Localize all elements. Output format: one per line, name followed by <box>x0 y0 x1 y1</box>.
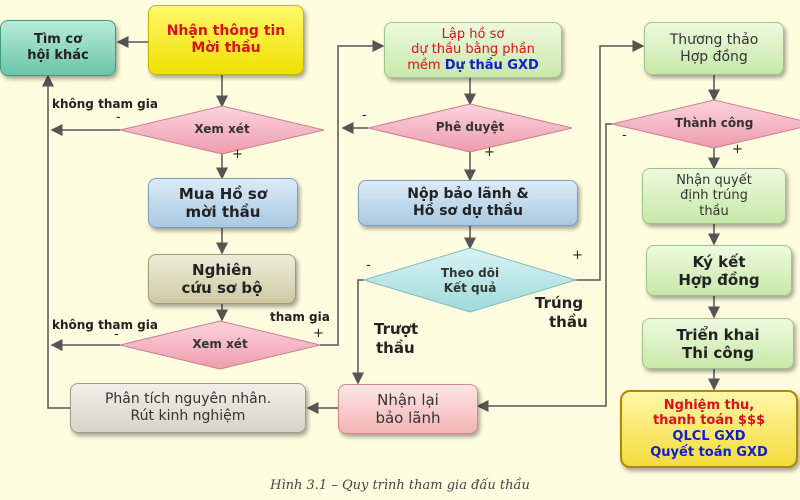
label-plus-thanhcong: + <box>732 142 743 157</box>
decision-phe-duyet-label: Phê duyệt <box>435 120 505 134</box>
mua-ho-so-line2: mời thầu <box>185 203 261 221</box>
lap-ho-so-line1: Lập hồ sơ <box>441 26 505 42</box>
label-khong-tham-gia-2: không tham gia <box>52 318 158 332</box>
label-minus-xemxet1: - <box>116 110 121 125</box>
label-khong-tham-gia-1: không tham gia <box>52 97 158 111</box>
decision-phe-duyet <box>367 103 573 153</box>
nghiem-thu-line3: QLCL GXD <box>672 429 746 444</box>
truot-thau-line2: thầu <box>376 338 415 357</box>
arrow-theodoi-win <box>574 40 645 281</box>
nhan-quyet-dinh-line3: thầu <box>699 203 729 219</box>
label-minus-xemxet2: - <box>114 327 119 342</box>
decision-xem-xet-2 <box>119 320 321 370</box>
figure-caption: Hình 3.1 – Quy trình tham gia đấu thầu <box>270 478 530 493</box>
thuong-thao-line1: Thương thảo <box>669 31 759 48</box>
nghien-cuu-line1: Nghiên <box>192 261 252 279</box>
nhan-quyet-dinh-line1: Nhận quyết <box>676 172 752 188</box>
box-nhan-quyet-dinh: Nhận quyết định trúng thầu <box>642 168 786 224</box>
arrow-phantich-to-timco <box>42 74 70 409</box>
nghiem-thu-line4: Quyết toán GXD <box>650 444 768 460</box>
label-tham-gia: tham gia <box>270 310 330 324</box>
box-nhan-lai-bao-lanh: Nhận lại bảo lãnh <box>338 384 478 434</box>
box-phan-tich: Phân tích nguyên nhân. Rút kinh nghiệm <box>70 383 306 433</box>
box-nghien-cuu: Nghiên cứu sơ bộ <box>148 254 296 304</box>
label-plus-xemxet2: + <box>313 326 324 341</box>
label-plus-theodoi: + <box>572 248 583 263</box>
nhan-lai-line2: bảo lãnh <box>375 409 441 427</box>
ky-ket-line1: Ký kết <box>692 252 746 271</box>
nhan-thong-tin-line2: Mời thầu <box>191 40 261 56</box>
trien-khai-line1: Triển khai <box>676 325 760 344</box>
decision-thanh-cong-label: Thành công <box>674 116 754 130</box>
theo-doi-line2: Kết quả <box>443 281 497 295</box>
truot-thau-line1: Trượt <box>374 320 419 338</box>
decision-xem-xet-1 <box>119 105 325 155</box>
arrow-theodoi-fail <box>352 279 364 385</box>
label-minus-thanhcong: - <box>622 128 627 143</box>
label-plus-xemxet1: + <box>232 147 243 162</box>
decision-theo-doi <box>362 247 578 313</box>
box-lap-ho-so: Lập hồ sơ dự thầu bằng phần mềm Dự thầu … <box>384 22 562 78</box>
decision-xem-xet-2-label: Xem xét <box>192 337 248 351</box>
box-nghiem-thu: Nghiệm thu, thanh toán $$$ QLCL GXD Quyế… <box>620 390 798 468</box>
label-plus-pheduyet: + <box>484 145 495 160</box>
ky-ket-line2: Hợp đồng <box>678 270 760 289</box>
decision-theo-doi-label: Theo dõi Kết quả <box>420 266 520 296</box>
label-trung-thau: Trúng thầu <box>535 294 588 332</box>
phan-tich-line2: Rút kinh nghiệm <box>130 408 246 424</box>
box-ky-ket: Ký kết Hợp đồng <box>646 245 792 296</box>
trien-khai-line2: Thi công <box>682 343 754 362</box>
arrow-xemxet2-yes <box>320 40 385 346</box>
tim-co-line1: Tìm cơ <box>33 32 83 48</box>
nop-bao-lanh-line1: Nộp bảo lãnh & <box>407 186 529 203</box>
box-tim-co-hoi-khac: Tìm cơ hội khác <box>0 20 116 76</box>
nghiem-thu-line2: thanh toán $$$ <box>652 413 766 429</box>
phan-tich-line1: Phân tích nguyên nhân. <box>104 391 272 408</box>
lap-ho-so-software-name: Dự thầu GXD <box>444 57 539 73</box>
mua-ho-so-line1: Mua Hồ sơ <box>178 185 268 203</box>
nhan-lai-line1: Nhận lại <box>377 391 439 409</box>
box-nhan-thong-tin: Nhận thông tin Mời thầu <box>148 5 304 75</box>
nhan-thong-tin-line1: Nhận thông tin <box>166 23 286 40</box>
trung-thau-line1: Trúng <box>535 294 584 312</box>
tim-co-line2: hội khác <box>27 48 89 63</box>
nhan-quyet-dinh-line2: định trúng <box>680 188 748 204</box>
label-truot-thau: Trượt thầu <box>374 320 418 358</box>
box-thuong-thao: Thương thảo Hợp đồng <box>644 22 784 75</box>
box-mua-ho-so: Mua Hồ sơ mời thầu <box>148 178 298 228</box>
lap-ho-so-line2: dự thầu bằng phần <box>411 42 535 58</box>
box-nop-bao-lanh: Nộp bảo lãnh & Hồ sơ dự thầu <box>358 180 578 226</box>
nghiem-thu-line1: Nghiệm thu, <box>663 397 755 413</box>
theo-doi-line1: Theo dõi <box>440 266 500 280</box>
lap-ho-so-line3-prefix: mềm <box>407 57 441 73</box>
lap-ho-so-line3: mềm Dự thầu GXD <box>407 58 539 74</box>
label-minus-pheduyet: - <box>362 108 367 123</box>
decision-xem-xet-1-label: Xem xét <box>194 122 250 136</box>
nghien-cuu-line2: cứu sơ bộ <box>181 279 263 297</box>
label-minus-theodoi: - <box>366 258 371 273</box>
thuong-thao-line2: Hợp đồng <box>680 48 748 65</box>
arrow-thanhcong-fail <box>476 123 612 412</box>
box-trien-khai: Triển khai Thi công <box>642 318 794 369</box>
decision-thanh-cong <box>611 99 800 149</box>
trung-thau-line2: thầu <box>549 312 588 331</box>
nop-bao-lanh-line2: Hồ sơ dự thầu <box>413 203 523 219</box>
